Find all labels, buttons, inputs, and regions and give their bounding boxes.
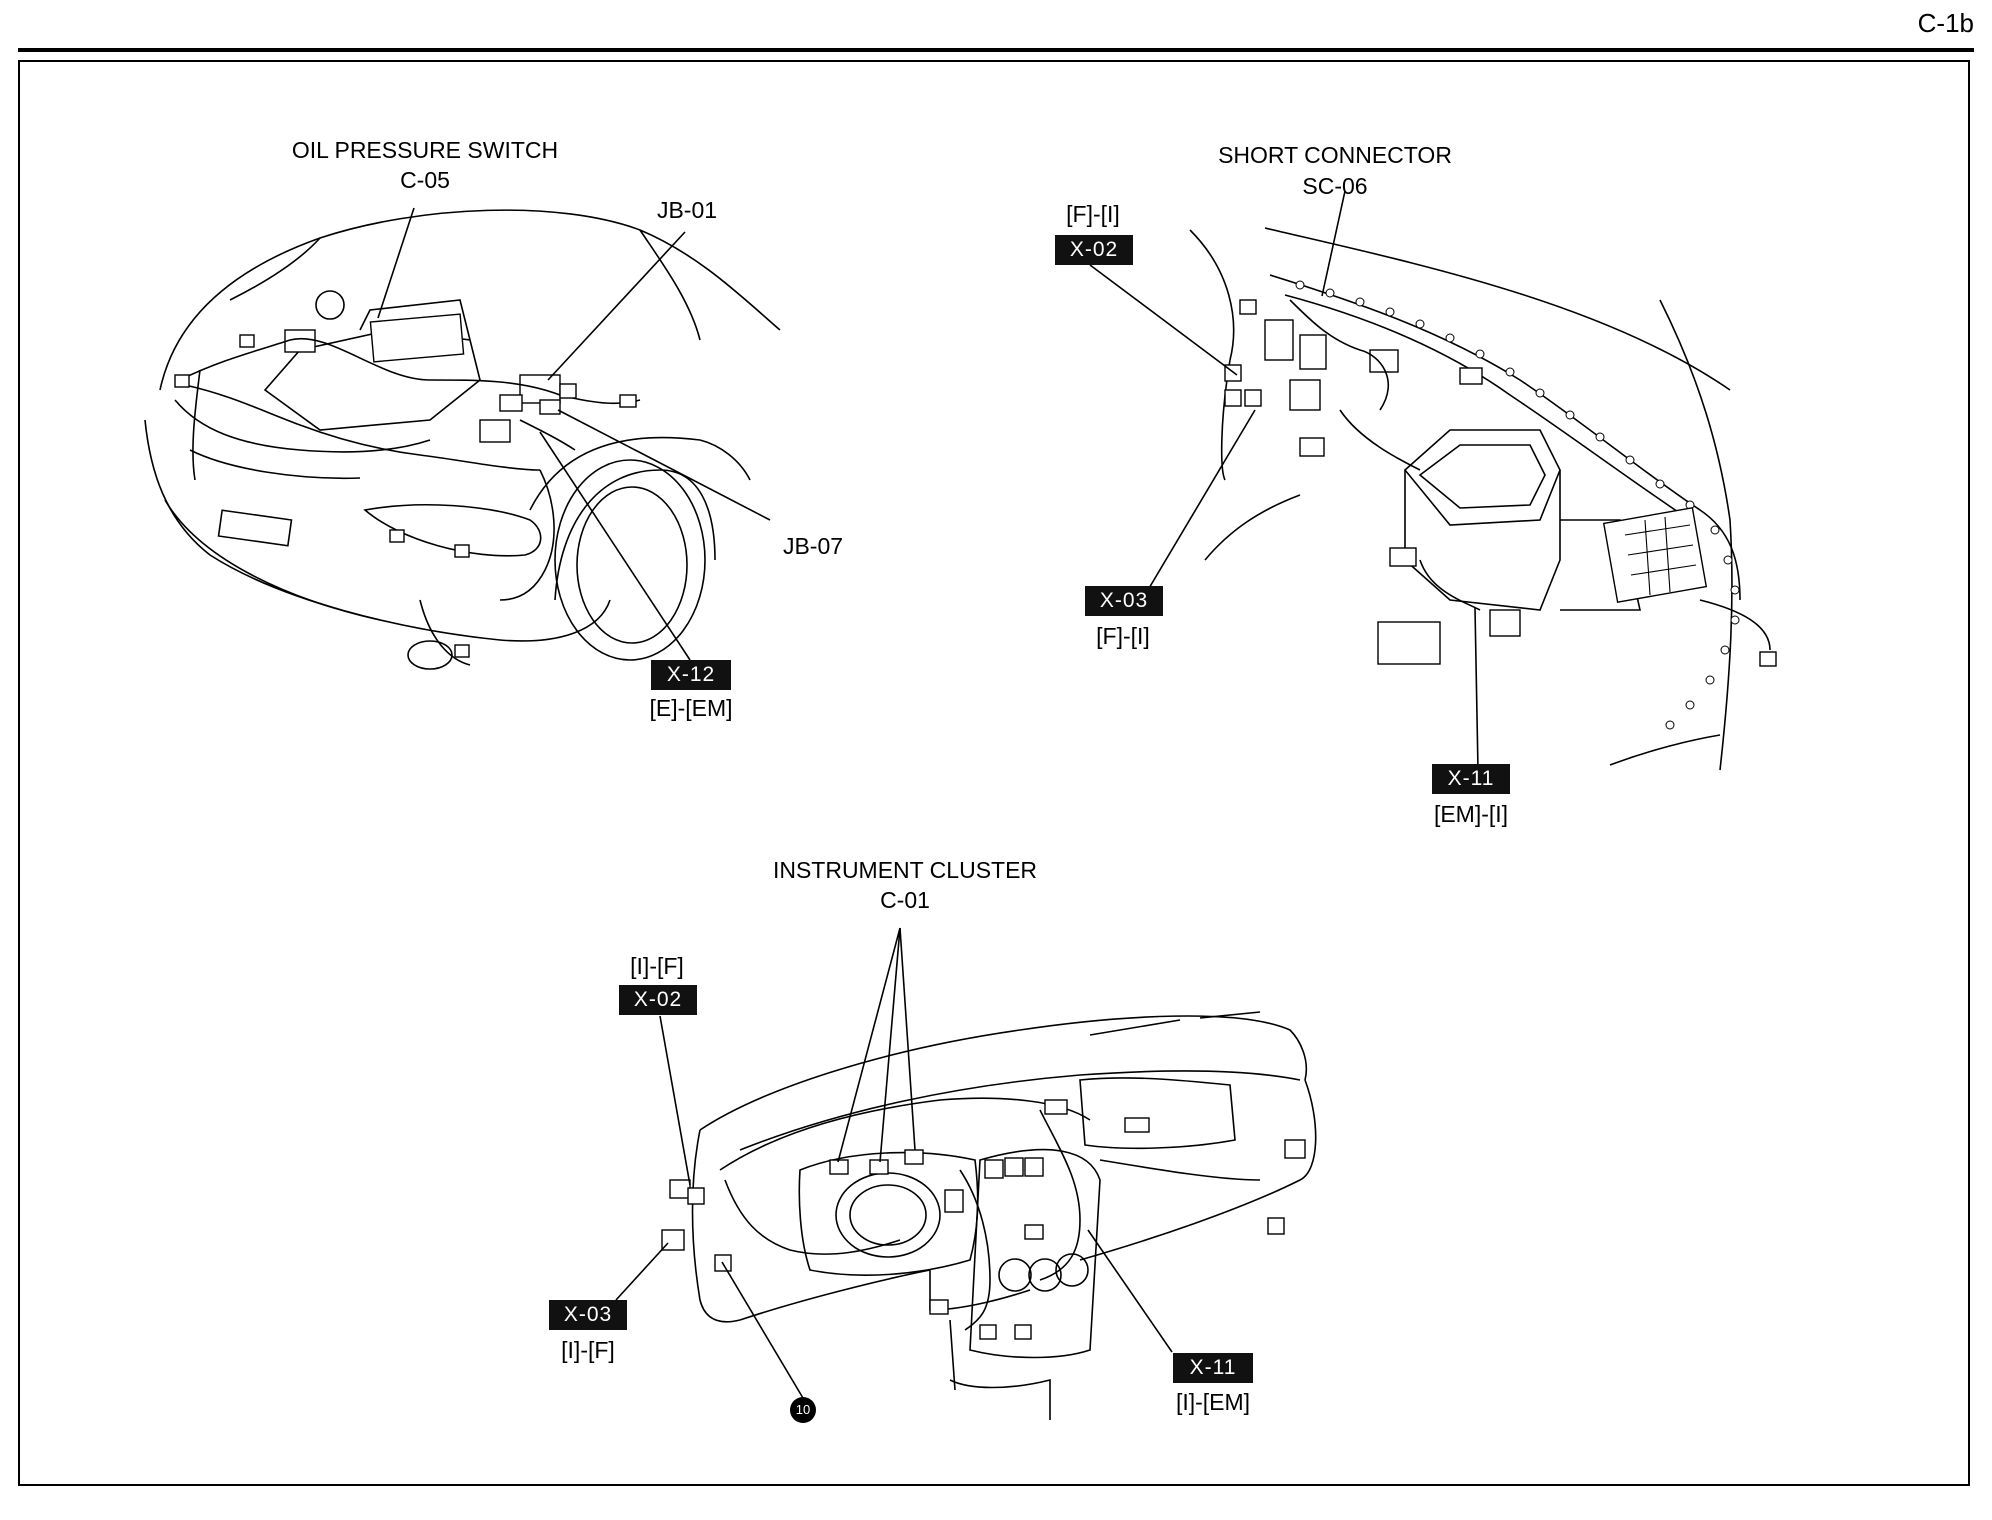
oil-pressure-switch-title: OIL PRESSURE SWITCH: [291, 137, 559, 163]
dashboard-illustration: [661, 1011, 1317, 1420]
dash-x-02-tag: X-02: [619, 985, 697, 1015]
header-rule: [18, 48, 1974, 52]
short-connector-code: SC-06: [1302, 173, 1368, 199]
cabin-x-03-route: [F]-[I]: [1096, 623, 1150, 649]
cabin-x-02-tag: X-02: [1055, 235, 1133, 265]
x-12-route: [E]-[EM]: [649, 695, 733, 721]
instrument-cluster-code: C-01: [880, 887, 930, 913]
diagram-frame: [18, 60, 1970, 1486]
oil-pressure-switch-code: C-05: [400, 167, 450, 193]
engine-bay-illustration: [144, 209, 781, 670]
cabin-x-02-route: [F]-[I]: [1066, 201, 1120, 227]
cabin-illustration: [1189, 227, 1777, 771]
page-id: C-1b: [1917, 8, 1974, 38]
dash-x-11-route: [I]-[EM]: [1175, 1389, 1251, 1415]
dash-x-11-tag: X-11: [1173, 1353, 1253, 1383]
dash-x-02-route: [I]-[F]: [630, 953, 684, 979]
dash-x-03-tag: X-03: [549, 1300, 627, 1330]
ground-badge-number: 10: [795, 1402, 811, 1417]
instrument-cluster-title: INSTRUMENT CLUSTER: [772, 857, 1038, 883]
ground-badge: [790, 1397, 816, 1423]
jb-07-label: JB-07: [782, 533, 844, 559]
x-12-tag: X-12: [651, 660, 731, 690]
cabin-x-11-route: [EM]-[I]: [1433, 801, 1509, 827]
engine-bay-leaders: [377, 207, 771, 661]
dash-x-03-route: [I]-[F]: [561, 1337, 615, 1363]
cabin-x-11-tag: X-11: [1432, 764, 1510, 794]
cabin-leaders: [1089, 190, 1479, 771]
jb-01-label: JB-01: [656, 197, 718, 223]
cabin-x-03-tag: X-03: [1085, 586, 1163, 616]
dashboard-leaders: [615, 927, 1173, 1399]
beaded-harness-cabin: [1295, 280, 1740, 730]
short-connector-title: SHORT CONNECTOR: [1218, 142, 1452, 168]
